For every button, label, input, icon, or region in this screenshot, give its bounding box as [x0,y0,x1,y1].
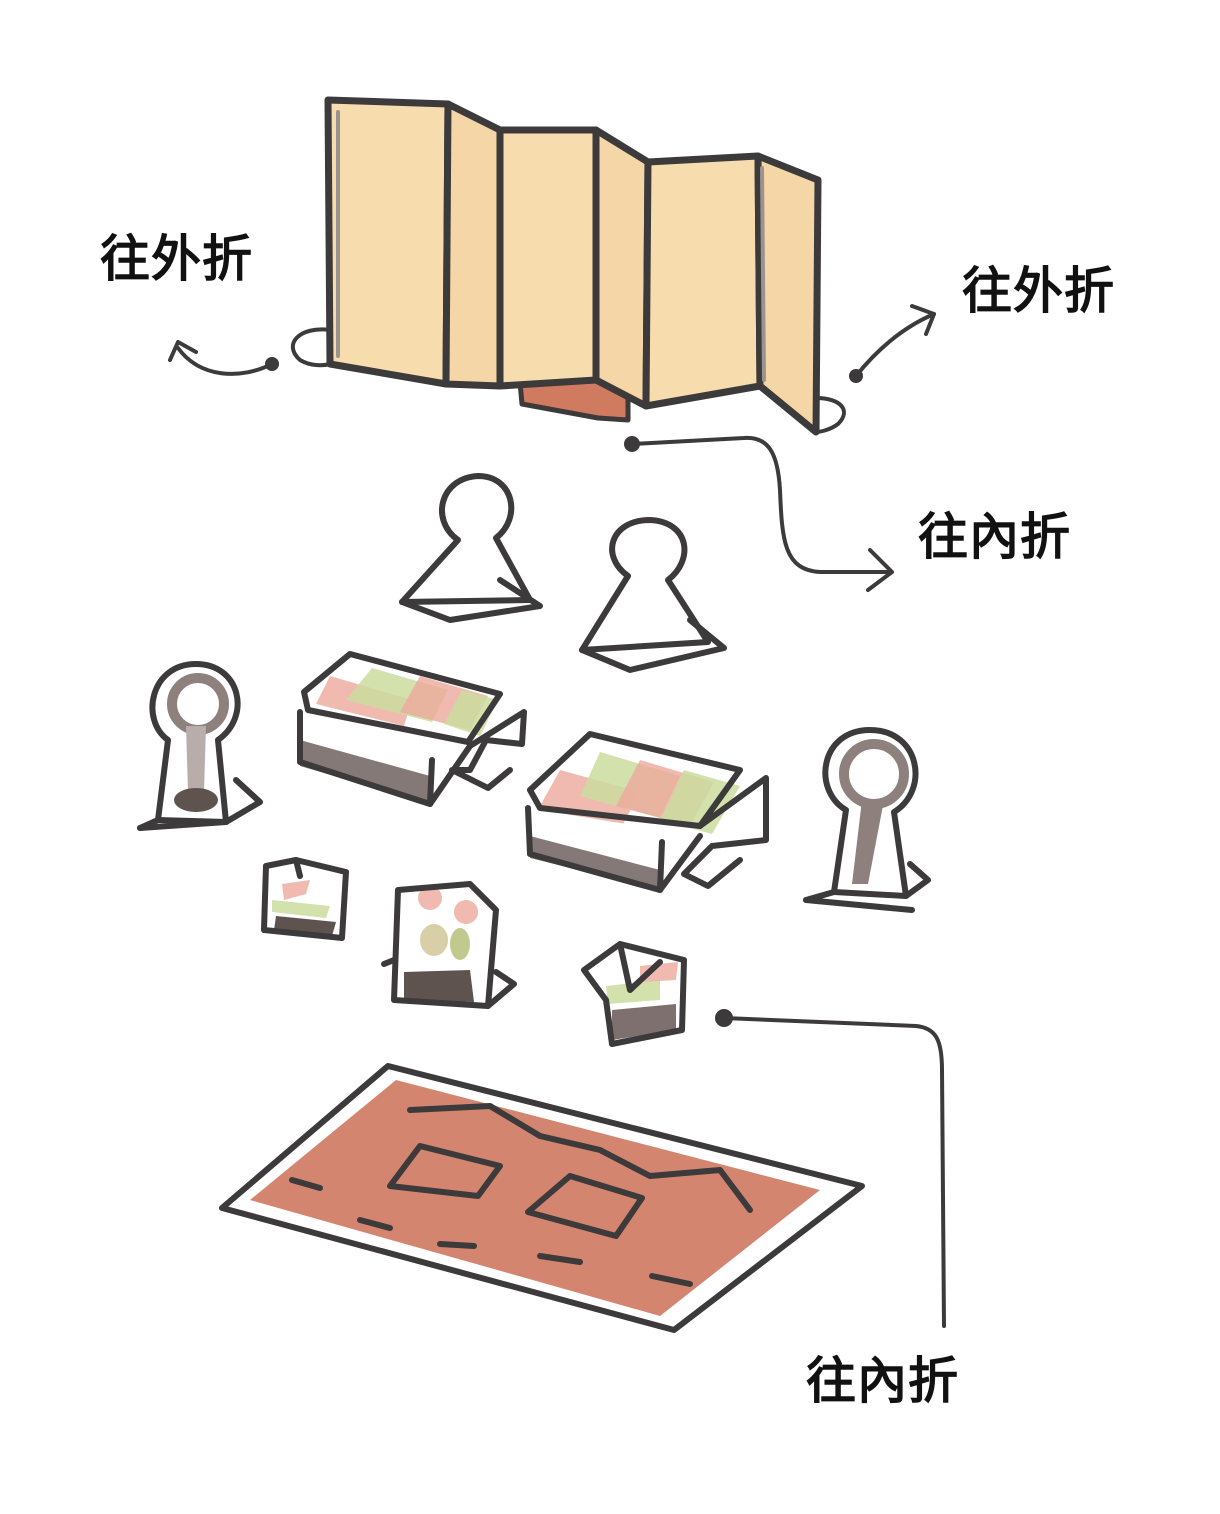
lantern-stand-right [803,727,931,913]
small-figure-right [581,941,687,1047]
label-fold-inward-middle: 往內折 [918,508,1071,566]
floor-mat [219,1063,865,1333]
label-fold-inward-bottom: 往內折 [806,1352,959,1410]
striped-bench-right [525,731,769,893]
label-fold-outward-left: 往外折 [100,230,253,288]
folding-screen [291,96,846,436]
label-fold-outward-right: 往外折 [962,262,1115,320]
small-figure-middle [381,881,517,1009]
pawn-standee-right [579,517,727,673]
small-figure-left [261,857,349,941]
screen-panel-3 [496,126,600,390]
striped-bench-left [297,651,527,807]
pawn-standee-left [399,473,543,623]
screen-panel-4 [592,126,652,410]
fold-arrows [168,304,946,1328]
screen-panel-6 [754,152,822,436]
screen-panel-5 [642,152,764,410]
screen-panel-1 [324,96,452,388]
lantern-stand-left [137,661,263,831]
screen-panel-2 [442,100,504,390]
